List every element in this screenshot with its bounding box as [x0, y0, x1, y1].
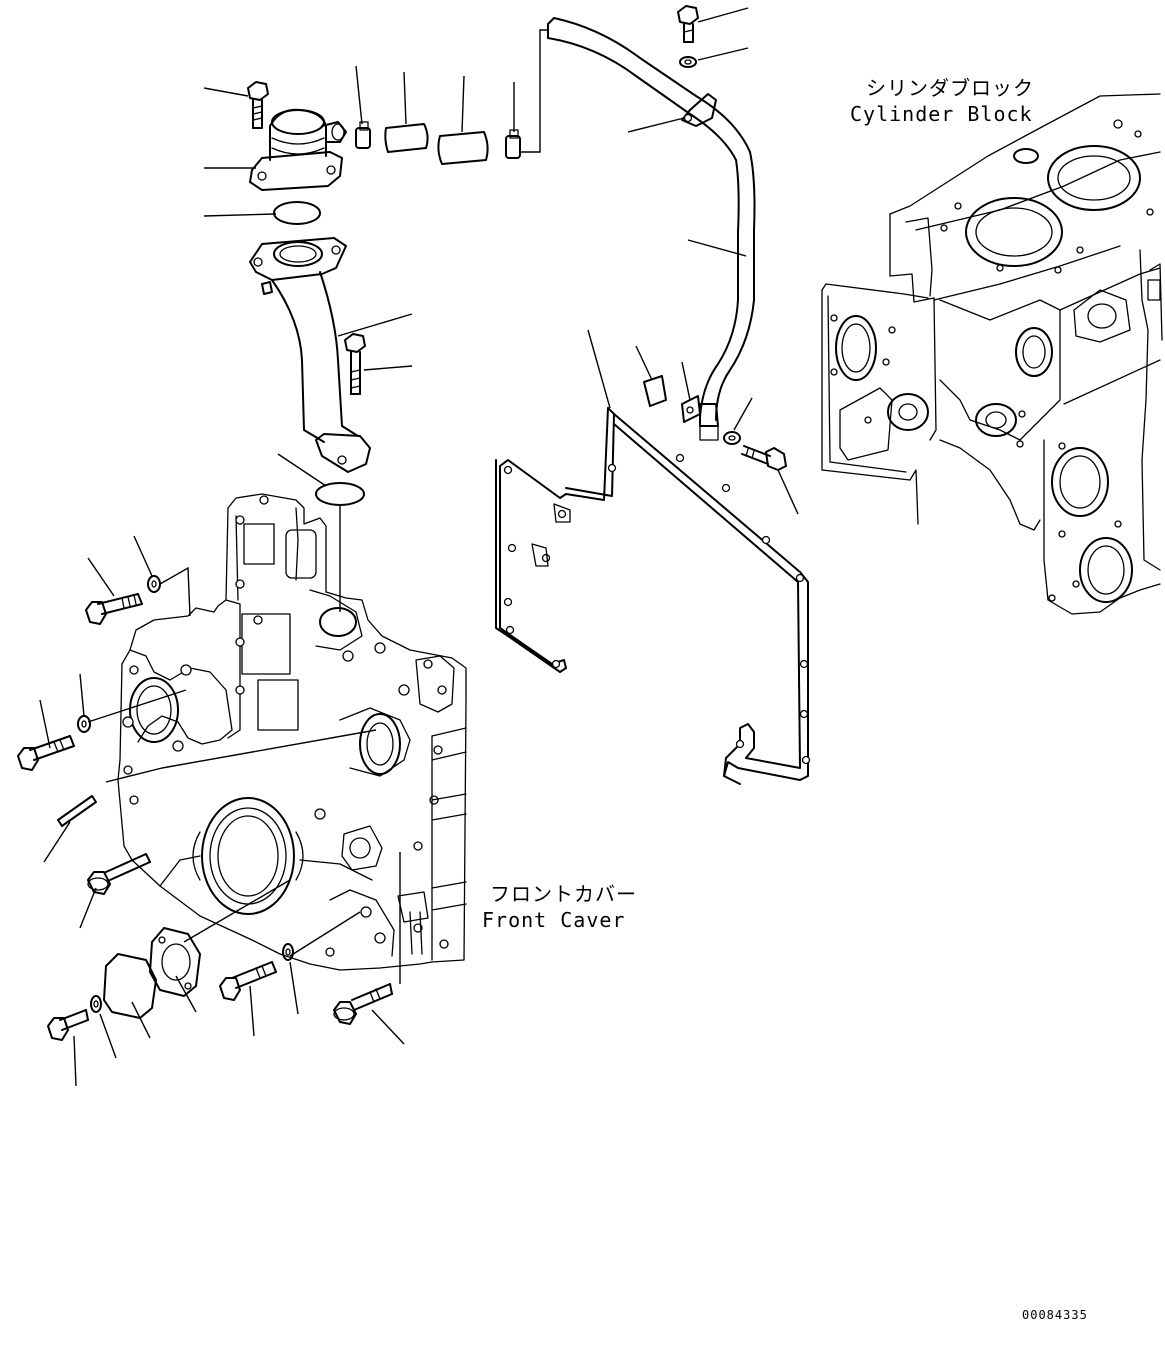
bolt-breather-top — [247, 81, 269, 129]
washer-plate — [90, 995, 102, 1013]
cylinder-block-label-jp: シリンダブロック — [866, 76, 1034, 100]
cylinder-block — [821, 93, 1163, 615]
front-cover-gasket — [495, 407, 811, 785]
bolt-tube-top — [677, 5, 699, 43]
washer-lower-mid — [282, 943, 294, 961]
cylinder-block-label-en: Cylinder Block — [850, 102, 1033, 126]
bolt-lower-right — [741, 445, 787, 471]
dowel-pin — [57, 795, 97, 827]
hose-long — [437, 131, 489, 165]
front-cover-label-en: Front Caver — [482, 908, 626, 932]
front-cover-label-jp: フロントカバー — [490, 882, 637, 906]
leader-lines — [39, 7, 799, 1087]
clamp-left — [355, 121, 371, 149]
washer-lower — [723, 431, 741, 445]
o-ring-upper — [273, 201, 321, 225]
breather-pipe — [249, 237, 371, 473]
clip-lower — [643, 375, 701, 423]
plate-gasket — [149, 927, 201, 997]
bolt-front-middle — [17, 735, 75, 771]
washer-front-middle — [77, 715, 91, 733]
washer-tube-top — [679, 56, 697, 68]
flange-bolt-lower-right — [333, 983, 393, 1025]
o-ring-lower — [315, 482, 365, 506]
cover-plate — [103, 953, 157, 1019]
flange-bolt-front — [87, 853, 151, 895]
hose-short — [384, 123, 429, 153]
clamp-right — [505, 129, 521, 159]
front-cover — [117, 493, 467, 971]
bolt-lower-mid — [219, 961, 277, 1001]
drawing-number: 00084335 — [1022, 1308, 1088, 1322]
bolt-front-upper — [85, 593, 143, 625]
breather-tube — [547, 17, 756, 441]
washer-front-upper — [147, 575, 161, 593]
bolt-pipe-flange — [344, 333, 366, 395]
bolt-plate — [47, 1009, 89, 1041]
breather-body — [249, 108, 347, 191]
